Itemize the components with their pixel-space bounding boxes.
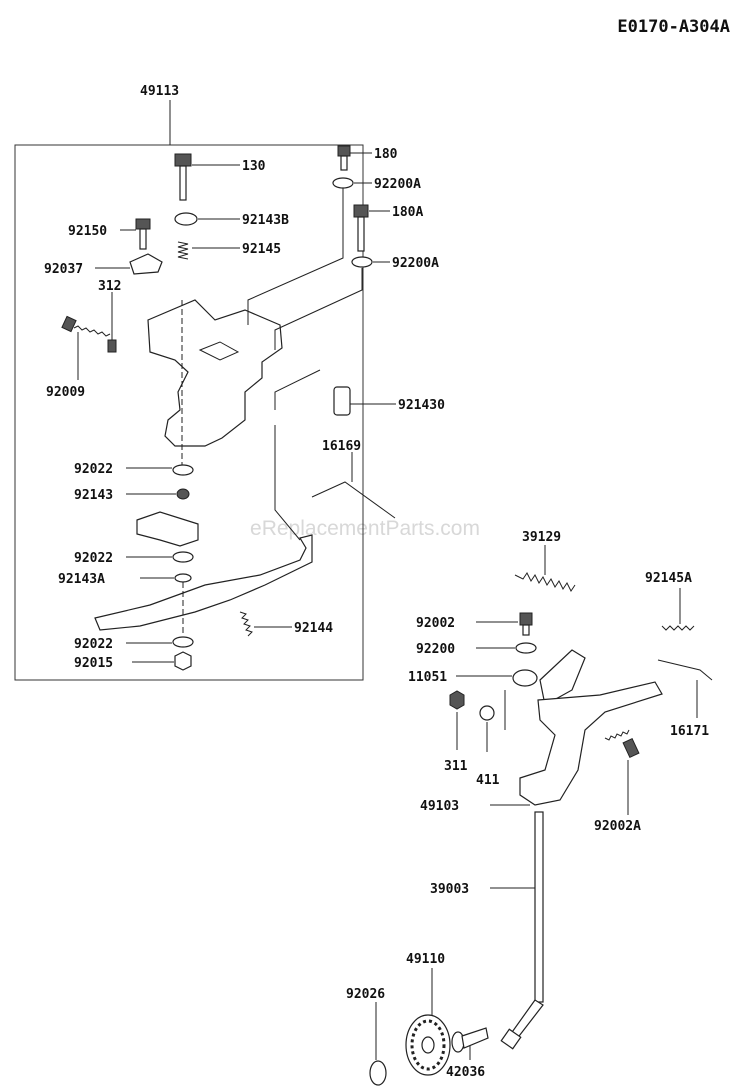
washer-92022-3 — [172, 636, 194, 648]
label-39129: 39129 — [522, 530, 561, 545]
label-42036: 42036 — [446, 1065, 485, 1080]
gear-49110 — [405, 1014, 451, 1076]
label-921430: 921430 — [398, 398, 445, 413]
label-312: 312 — [98, 279, 121, 294]
nut-92015 — [174, 651, 192, 671]
label-92143: 92143 — [74, 488, 113, 503]
spring-39129 — [514, 572, 576, 592]
collar-92143 — [176, 488, 190, 500]
bolt-180A — [353, 204, 369, 252]
governor-lever — [94, 534, 313, 631]
washer-92200A-2 — [351, 256, 373, 268]
bolt-92002A — [604, 729, 640, 759]
label-39003: 39003 — [430, 882, 469, 897]
label-11051: 11051 — [408, 670, 447, 685]
guide-16169 — [274, 425, 301, 541]
label-180: 180 — [374, 147, 398, 162]
bolt-92150 — [135, 218, 151, 250]
label-92145: 92145 — [242, 242, 281, 257]
label-49113: 49113 — [140, 84, 179, 99]
label-92145A: 92145A — [645, 571, 692, 586]
label-92200: 92200 — [416, 642, 455, 657]
rod-16169 — [311, 481, 396, 519]
watermark: eReplacementParts.com — [250, 517, 480, 540]
spring-92144 — [239, 611, 253, 637]
label-180A: 180A — [392, 205, 423, 220]
label-92037: 92037 — [44, 262, 83, 277]
label-92143A: 92143A — [58, 572, 105, 587]
bolt-130 — [174, 153, 192, 201]
label-92009: 92009 — [46, 385, 85, 400]
nut-311 — [449, 690, 465, 710]
bolt-180 — [337, 145, 351, 171]
guide-180A — [274, 268, 363, 350]
lower-plate — [136, 511, 199, 547]
screw-92009 — [61, 315, 111, 337]
label-16171: 16171 — [670, 724, 709, 739]
label-92150: 92150 — [68, 224, 107, 239]
nut-312 — [107, 339, 117, 353]
label-92144: 92144 — [294, 621, 333, 636]
collar-11051 — [512, 669, 538, 687]
washer-92022-2 — [172, 551, 194, 563]
guide-180 — [247, 188, 344, 325]
shaft-39003 — [500, 811, 544, 1050]
governor-bracket — [147, 299, 283, 447]
washer-92200 — [515, 642, 537, 654]
pin-42036 — [451, 1027, 489, 1053]
label-92200A-1: 92200A — [374, 177, 421, 192]
label-16169: 16169 — [322, 439, 361, 454]
bolt-92002 — [519, 612, 533, 636]
label-49110: 49110 — [406, 952, 445, 967]
washer-92200A-1 — [332, 177, 354, 189]
control-lever-49103 — [519, 681, 663, 806]
washer-92026 — [369, 1060, 387, 1086]
washer-92143B — [174, 212, 198, 226]
label-49103: 49103 — [420, 799, 459, 814]
rod-16171 — [657, 659, 713, 681]
spring-92145 — [177, 241, 189, 260]
spring-92145A — [661, 625, 695, 631]
label-130: 130 — [242, 159, 266, 174]
washer-411 — [479, 705, 495, 721]
collar-92143A — [174, 573, 192, 583]
label-92200A-2: 92200A — [392, 256, 439, 271]
label-411: 411 — [476, 773, 500, 788]
label-92002A: 92002A — [594, 819, 641, 834]
label-92026: 92026 — [346, 987, 385, 1002]
diagram-code: E0170-A304A — [617, 17, 730, 37]
label-92022-3: 92022 — [74, 637, 113, 652]
label-92143B: 92143B — [242, 213, 289, 228]
washer-92022-1 — [172, 464, 194, 476]
label-92015: 92015 — [74, 656, 113, 671]
label-311: 311 — [444, 759, 468, 774]
label-92002: 92002 — [416, 616, 455, 631]
label-92022-1: 92022 — [74, 462, 113, 477]
clip-92037 — [129, 253, 163, 275]
guide-921430 — [274, 369, 321, 410]
bracket-cutout — [198, 341, 240, 361]
collar-921430 — [333, 386, 351, 416]
assembly-frame — [14, 144, 364, 681]
label-92022-2: 92022 — [74, 551, 113, 566]
